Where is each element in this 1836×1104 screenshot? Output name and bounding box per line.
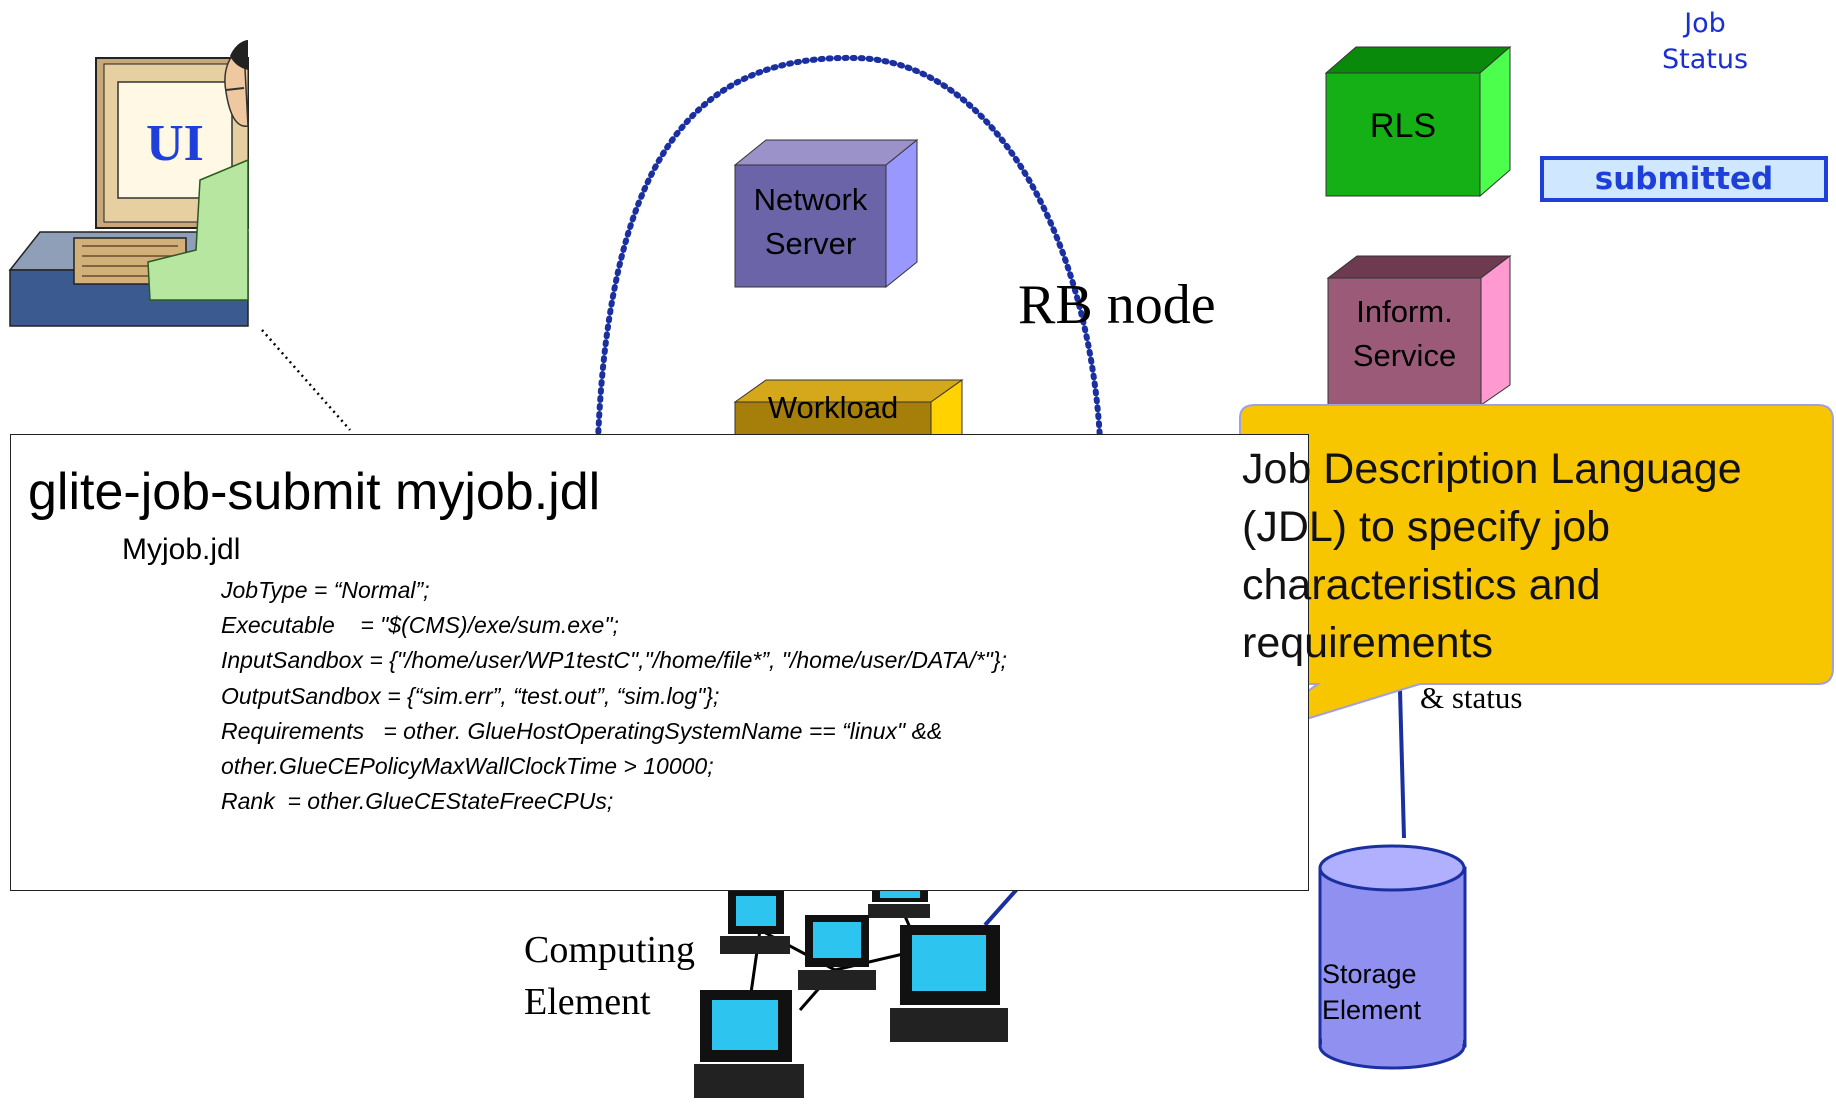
computing-element-cluster	[748, 904, 922, 1011]
jdl-line: Executable = "$(CMS)/exe/sum.exe";	[221, 612, 619, 639]
jdl-callout-text: Job Description Language (JDL) to specif…	[1242, 445, 1742, 667]
network-server-cube	[733, 138, 919, 289]
jdl-line: Requirements = other. GlueHostOperatingS…	[221, 717, 943, 744]
jdl-line: Rank = other.GlueCEStateFreeCPUs;	[221, 788, 614, 815]
rb-node-boundary	[595, 54, 1103, 443]
computing-element-label-line2: Element	[524, 981, 651, 1023]
jdl-line: OutputSandbox = {“sim.err”, “test.out”, …	[221, 682, 720, 709]
jdl-line: InputSandbox = {"/home/user/WP1testC","/…	[221, 647, 1007, 674]
se-link-line	[1398, 689, 1406, 839]
storage-element-label: Storage Element	[1322, 956, 1421, 1028]
storage-element-cylinder	[1318, 844, 1467, 1070]
network-server-label: Network Server	[735, 178, 886, 266]
jdl-line: JobType = “Normal”;	[221, 577, 430, 603]
jdl-code-listing: JobType = “Normal”; Executable = "$(CMS)…	[221, 573, 1007, 819]
storage-element-label-line1: Storage	[1322, 959, 1417, 989]
ui-workstation-illustration	[8, 40, 249, 327]
pc-icon	[798, 915, 876, 990]
ui-link-line	[261, 329, 351, 431]
job-status-title-line1: Job	[1684, 8, 1726, 39]
job-status-title: Job Status	[1635, 6, 1775, 78]
rls-label: RLS	[1369, 107, 1437, 145]
pc-icon	[890, 925, 1008, 1042]
inform-service-label: Inform. Service	[1328, 290, 1481, 378]
network-server-label-line2: Server	[764, 226, 857, 261]
status-fragment-label: & status	[1420, 680, 1523, 715]
pc-icon	[720, 890, 790, 954]
inform-service-cube	[1326, 254, 1512, 406]
rls-cube	[1324, 45, 1512, 198]
ce-link-line	[983, 886, 1020, 927]
pc-icon	[694, 990, 804, 1098]
storage-element-label-line2: Element	[1322, 995, 1422, 1025]
inform-service-label-line1: Inform.	[1356, 294, 1453, 329]
computing-element-label: Computing Element	[524, 924, 695, 1028]
jdl-line: other.GlueCEPolicyMaxWallClockTime > 100…	[221, 752, 714, 779]
network-server-label-line1: Network	[753, 182, 868, 217]
workload-label: Workload	[767, 390, 899, 425]
jdl-command-box	[10, 434, 1309, 891]
inform-service-label-line2: Service	[1352, 338, 1457, 373]
rb-node-label: RB node	[1018, 274, 1216, 336]
computing-element-label-line1: Computing	[524, 929, 696, 971]
job-status-title-line2: Status	[1661, 44, 1749, 75]
submit-command: glite-job-submit myjob.jdl	[28, 463, 601, 521]
job-status-badge: submitted	[1540, 156, 1828, 202]
jdl-filename: Myjob.jdl	[122, 533, 241, 566]
ui-screen-label: UI	[146, 115, 204, 172]
